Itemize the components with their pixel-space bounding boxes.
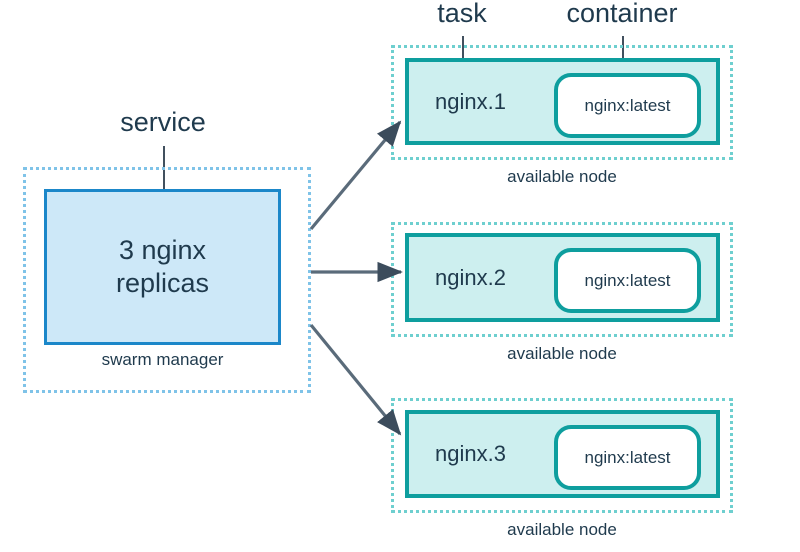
container-label-3: nginx:latest	[584, 447, 671, 467]
annotation-label-task: task	[437, 0, 487, 28]
available-node-group-1[interactable]	[391, 45, 733, 160]
available-node-caption-2: available node	[507, 344, 617, 363]
container-box-3[interactable]: nginx:latest	[554, 425, 701, 490]
container-label-2: nginx:latest	[584, 270, 671, 290]
annotation-label-container: container	[566, 0, 678, 28]
task-label-2: nginx.2	[435, 264, 506, 290]
available-node-caption-1: available node	[507, 167, 617, 186]
task-box-1[interactable]: nginx.1 nginx:latest	[405, 58, 720, 145]
container-box-2[interactable]: nginx:latest	[554, 248, 701, 313]
task-label-1: nginx.1	[435, 88, 506, 114]
container-box-1[interactable]: nginx:latest	[554, 73, 701, 138]
arrow-service-to-node-1	[309, 120, 402, 231]
task-box-3[interactable]: nginx.3 nginx:latest	[405, 410, 720, 498]
available-node-group-3[interactable]	[391, 398, 733, 513]
service-box-label: 3 nginx replicas	[115, 235, 210, 298]
available-node-caption-3: available node	[507, 520, 617, 539]
task-box-2[interactable]: nginx.2 nginx:latest	[405, 233, 720, 322]
container-label-1: nginx:latest	[584, 95, 671, 115]
leader-line-service	[163, 146, 165, 227]
annotation-label-service: service	[120, 107, 206, 137]
swarm-manager-group[interactable]	[23, 167, 311, 393]
task-label-3: nginx.3	[435, 441, 506, 466]
arrow-service-to-node-3	[309, 323, 402, 436]
service-box[interactable]: 3 nginx replicas	[44, 189, 281, 345]
swarm-manager-caption: swarm manager	[101, 350, 224, 369]
